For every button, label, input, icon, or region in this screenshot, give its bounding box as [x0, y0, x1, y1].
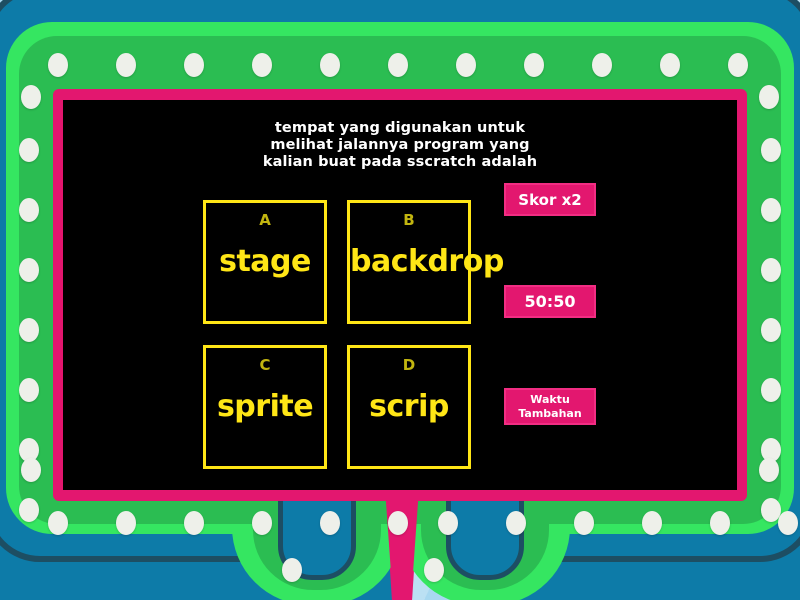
marquee-bulb [574, 511, 594, 535]
answer-text-c: sprite [216, 389, 314, 424]
marquee-bulb [761, 378, 781, 402]
marquee-bulb [48, 53, 68, 77]
marquee-bulb [19, 318, 39, 342]
powerup-score-x2-label: Skor x2 [518, 190, 582, 209]
marquee-bulb [759, 85, 779, 109]
powerup-extra-time-line-1: Waktu [530, 392, 570, 406]
marquee-bulb [116, 511, 136, 535]
marquee-bulb [761, 498, 781, 522]
marquee-bulb [388, 511, 408, 535]
marquee-bulb [19, 438, 39, 462]
marquee-bulb [456, 53, 476, 77]
question-line-3: kalian buat pada sscratch adalah [262, 154, 538, 170]
answer-option-b[interactable]: B backdrop [347, 200, 504, 324]
marquee-bulb [320, 53, 340, 77]
answer-letter-d: D [402, 356, 416, 374]
answer-option-a[interactable]: A stage [203, 200, 327, 324]
marquee-bulb [592, 53, 612, 77]
marquee-bulb [252, 511, 272, 535]
answer-text-a: stage [219, 244, 311, 279]
powerup-extra-time-label: Waktu Tambahan [518, 393, 581, 421]
marquee-bulb [761, 438, 781, 462]
marquee-bulb [19, 198, 39, 222]
marquee-bulb [778, 511, 798, 535]
marquee-bulb [759, 458, 779, 482]
marquee-bulb [19, 498, 39, 522]
marquee-bulb [506, 511, 526, 535]
marquee-bulb [438, 511, 458, 535]
marquee-bulb [184, 511, 204, 535]
marquee-bulb [21, 458, 41, 482]
answer-letter-b: B [403, 211, 415, 229]
marquee-bulb [388, 53, 408, 77]
marquee-bulb [524, 53, 544, 77]
answer-text-b: backdrop [350, 244, 504, 279]
marquee-bulb [19, 258, 39, 282]
marquee-bulb [710, 511, 730, 535]
answer-text-d: scrip [369, 389, 449, 424]
marquee-bulb [320, 511, 340, 535]
marquee-bulb [116, 53, 136, 77]
question-line-1: tempat yang digunakan untuk [274, 120, 526, 136]
marquee-bulb [761, 318, 781, 342]
powerup-score-x2-button[interactable]: Skor x2 [504, 183, 596, 216]
marquee-bulb [642, 511, 662, 535]
marquee-bulb [424, 558, 444, 582]
answer-option-c[interactable]: C sprite [203, 345, 327, 469]
question-line-2: melihat jalannya program yang [270, 137, 530, 153]
marquee-bulb [728, 53, 748, 77]
marquee-bulb [21, 85, 41, 109]
powerup-fifty-fifty-button[interactable]: 50:50 [504, 285, 596, 318]
marquee-bulb [761, 198, 781, 222]
marquee-bulb [761, 258, 781, 282]
answer-option-d[interactable]: D scrip [347, 345, 471, 469]
marquee-bulb [252, 53, 272, 77]
marquee-bulb [660, 53, 680, 77]
answer-letter-a: A [259, 211, 271, 229]
marquee-bulb [282, 558, 302, 582]
question-text: tempat yang digunakan untuk melihat jala… [63, 120, 737, 171]
marquee-bulb [761, 138, 781, 162]
marquee-bulb [184, 53, 204, 77]
powerup-extra-time-line-2: Tambahan [518, 406, 582, 420]
marquee-bulb [19, 138, 39, 162]
answer-letter-c: C [259, 356, 271, 374]
powerup-extra-time-button[interactable]: Waktu Tambahan [504, 388, 596, 425]
marquee-bulb [48, 511, 68, 535]
powerup-fifty-fifty-label: 50:50 [524, 291, 576, 311]
marquee-bulb [19, 378, 39, 402]
